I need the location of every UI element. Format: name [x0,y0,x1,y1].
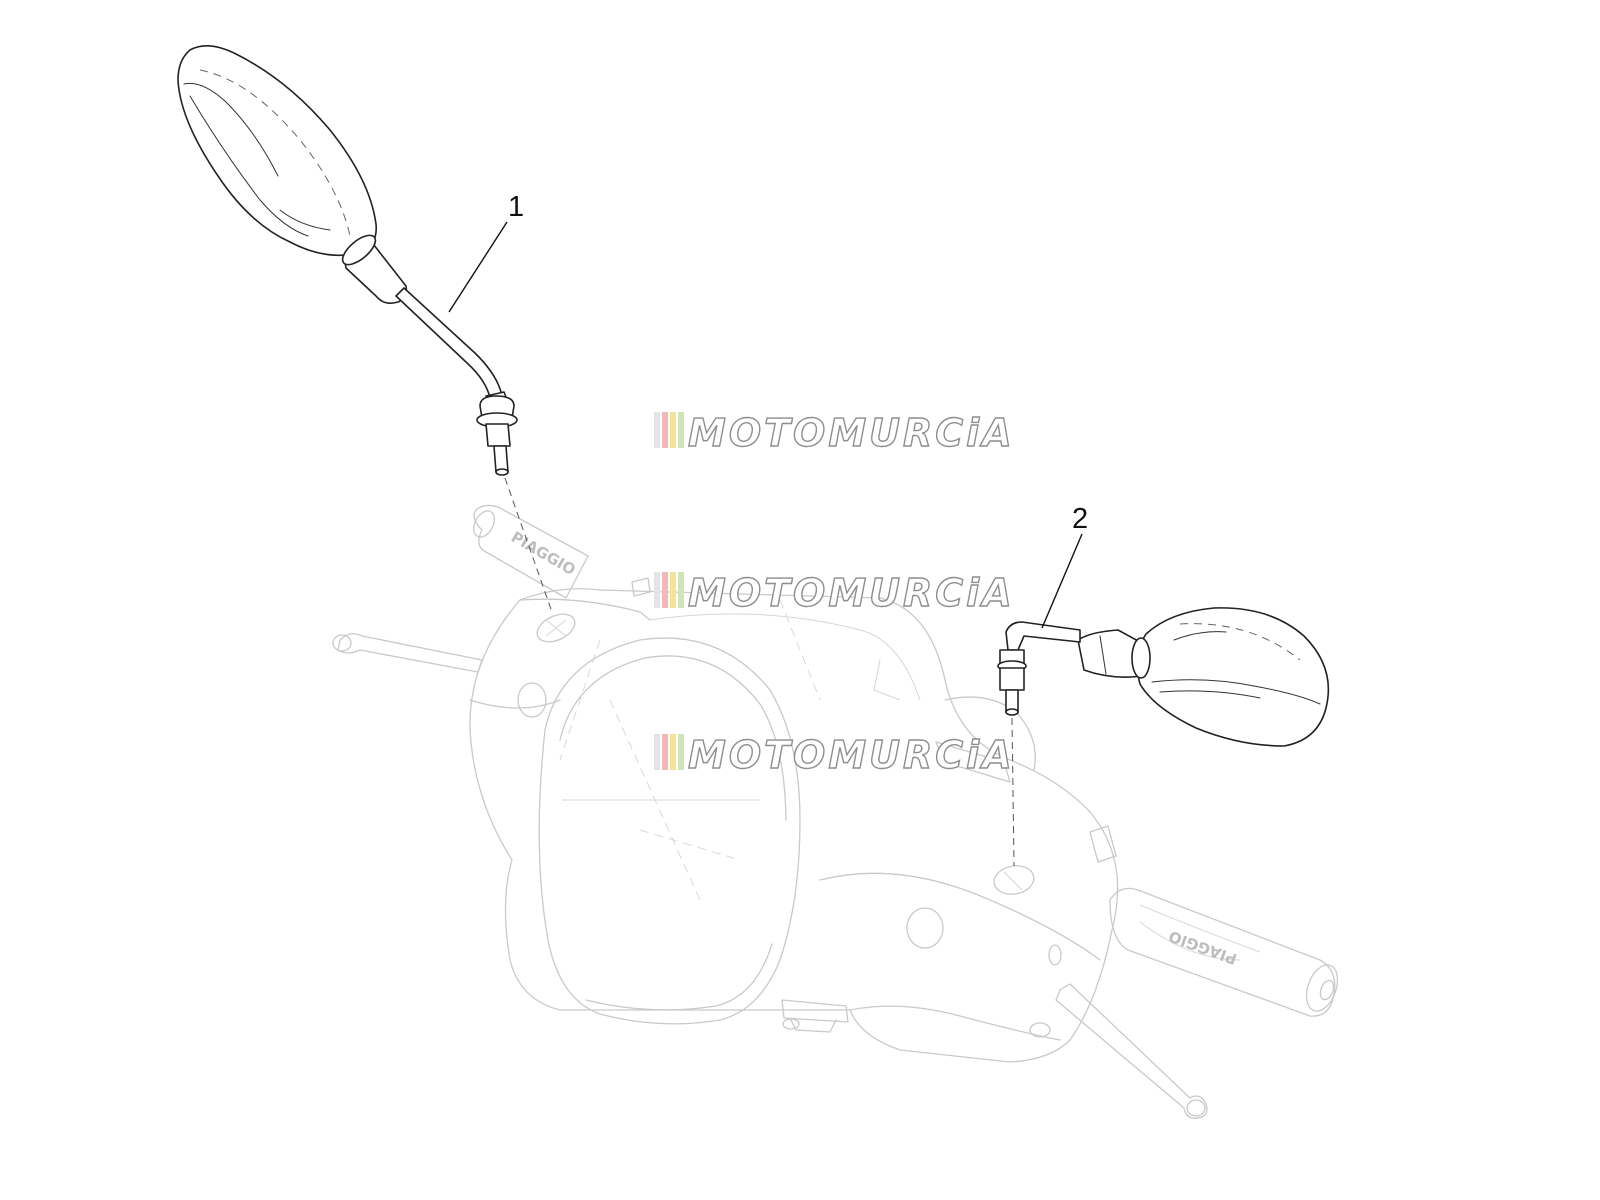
watermark-stripe [662,412,668,448]
watermark-stripe [678,734,684,770]
right-grip-brand: PIAGGIO [1166,927,1239,968]
watermark-stripe [678,412,684,448]
watermark-text: MOTOMURCiA [688,733,1015,777]
watermark-stripe [670,734,676,770]
watermark-stripe [654,734,660,770]
watermark-stripe [662,572,668,608]
watermark-stripe [654,572,660,608]
lower-clamp [781,999,849,1033]
left-grip: PIAGGIO [473,504,589,599]
left-brake-lever [332,633,483,673]
part-2-assembly-axis [1011,717,1015,867]
callout-2-leader [1041,533,1083,629]
watermark-1: MOTOMURCiA [654,410,1015,456]
watermark-stripe [678,572,684,608]
watermark-3: MOTOMURCiA [654,732,1015,778]
watermark-stripe [654,412,660,448]
handlebar-cover [469,577,1119,1063]
right-brake-lever [1055,983,1208,1119]
watermark-stripe [670,412,676,448]
callout-2-label: 2 [1072,503,1088,535]
watermark-2: MOTOMURCiA [654,570,1015,616]
part-2-right-mirror [997,607,1330,747]
part-1-left-mirror [177,45,518,476]
watermark-text: MOTOMURCiA [688,571,1015,615]
instrument-dome [538,637,801,1025]
callout-1-label: 1 [508,191,524,223]
right-grip: PIAGGIO [1109,887,1339,1017]
watermark-text: MOTOMURCiA [688,411,1015,455]
right-switch-block [935,741,1117,863]
watermark-stripe [662,734,668,770]
callout-1-leader [448,221,508,313]
watermark-stripe [670,572,676,608]
